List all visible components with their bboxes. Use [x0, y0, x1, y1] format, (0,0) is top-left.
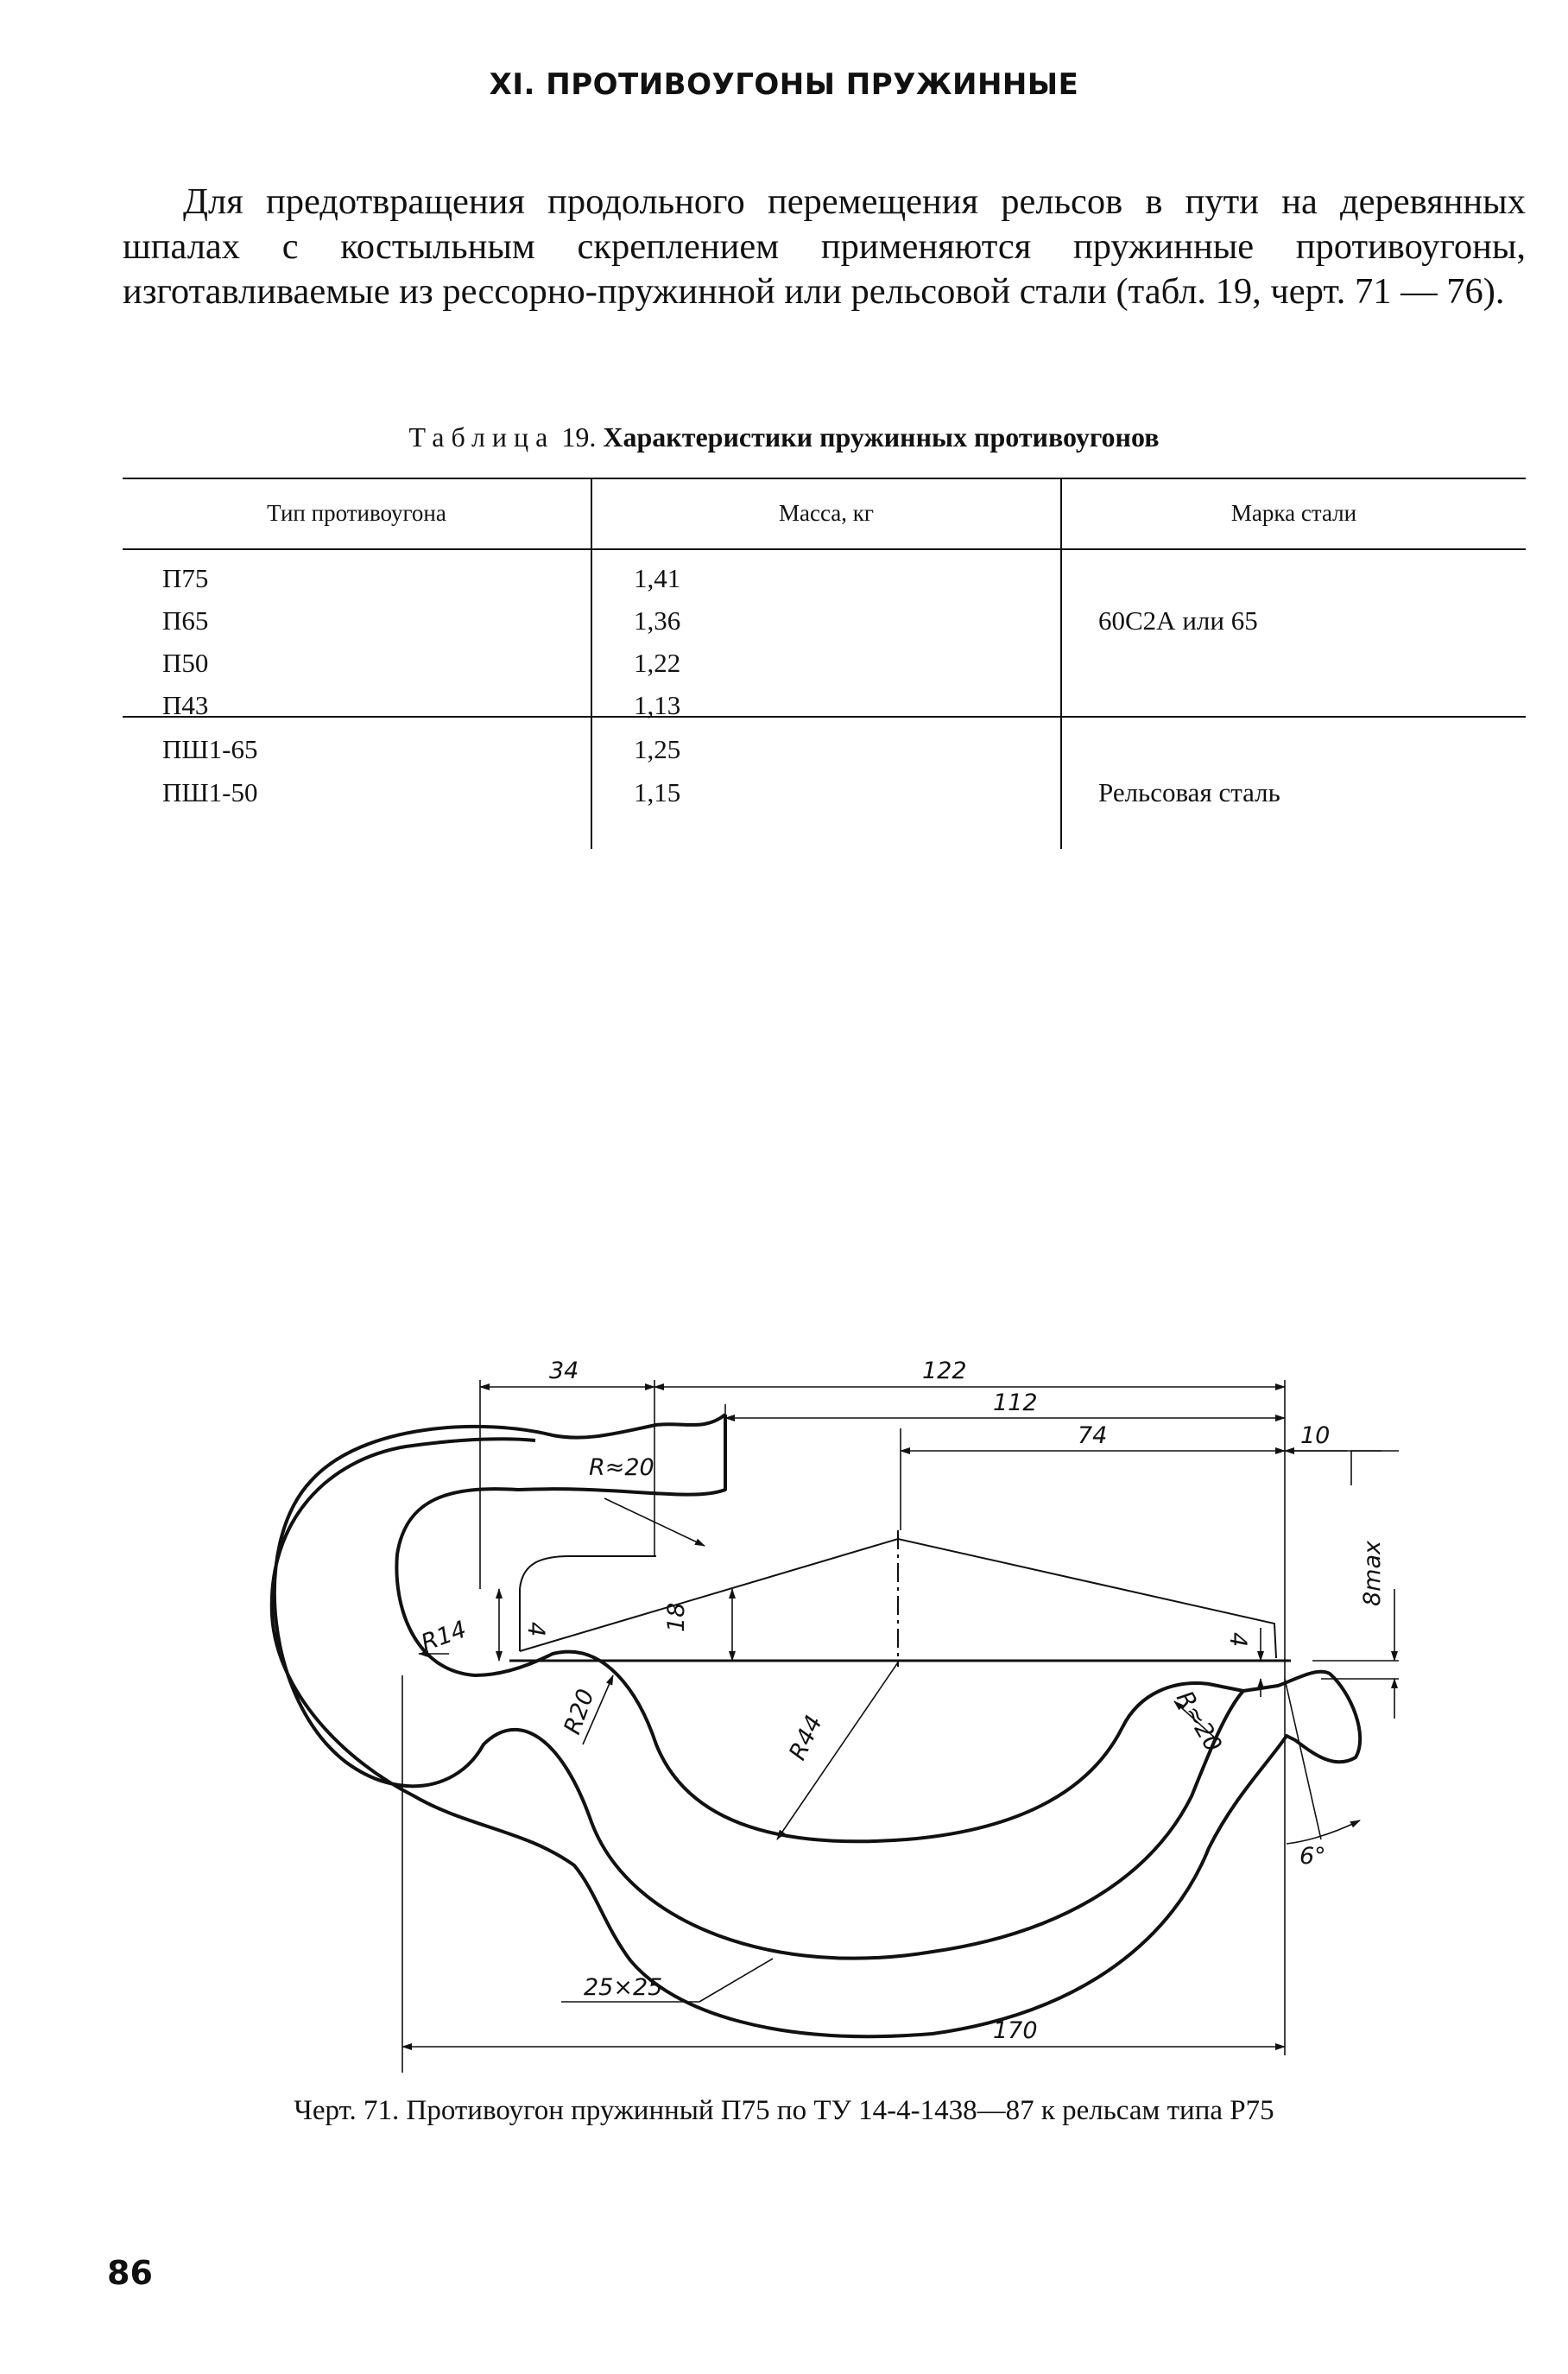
table-cell-mass: 1,22: [634, 648, 681, 678]
dim-r44: R44: [784, 1712, 828, 1764]
table-col-divider-1: [591, 478, 592, 849]
dim-122: 122: [922, 1358, 967, 1384]
section-heading: XI. ПРОТИВОУГОНЫ ПРУЖИННЫЕ: [489, 67, 1079, 102]
dim-r20-top: R≈20: [589, 1454, 654, 1481]
table-cell-mass: 1,25: [634, 734, 681, 764]
anti-creeper-drawing: 34 122 112 74 10 8max 4 18 4 R≈20 R14 R2…: [269, 1358, 1399, 2073]
intro-paragraph: Для предотвращения продольного перемещен…: [123, 181, 1526, 312]
table-header-mass: Масса, кг: [779, 499, 874, 526]
table-header-type: Тип противоугона: [267, 499, 446, 526]
part-inner-line: [519, 1537, 1277, 1659]
dim-r20: R20: [559, 1686, 599, 1738]
dim-r20-right: R≈20: [1171, 1687, 1227, 1757]
dim-8max: 8max: [1359, 1540, 1386, 1606]
table-top-rule: [123, 478, 1526, 479]
table-caption-label: Таблица: [408, 421, 555, 453]
characteristics-table: Тип противоугона Масса, кг Марка стали П…: [123, 478, 1526, 849]
dim-170: 170: [993, 2017, 1038, 2044]
table-cell-mass: 1,41: [634, 563, 681, 593]
dim-6deg: 6°: [1299, 1843, 1326, 1870]
table-cell-mass: 1,36: [634, 605, 681, 636]
figure-caption: Черт. 71. Противоугон пружинный П75 по Т…: [294, 2095, 1274, 2126]
table-caption-number: 19.: [561, 421, 597, 453]
table-group-rule: [123, 716, 1526, 718]
table-caption-title: Характеристики пружинных противоугонов: [603, 421, 1160, 453]
table-cell-type: П75: [162, 563, 209, 593]
table-cell-steel-group1: 60С2А или 65: [1098, 605, 1258, 636]
table-cell-type: П50: [162, 648, 209, 678]
page-number: 86: [107, 2254, 153, 2292]
table-cell-mass: 1,15: [634, 777, 681, 807]
table-cell-steel-group2: Рельсовая сталь: [1098, 777, 1280, 807]
table-cell-mass: 1,13: [634, 690, 681, 720]
dimension-lines: [401, 1383, 1398, 2050]
dim-18: 18: [663, 1603, 690, 1632]
table-caption: Таблица 19. Характеристики пружинных про…: [0, 421, 1568, 453]
extension-lines: [401, 1380, 1399, 2073]
table-cell-type: П43: [162, 690, 209, 720]
dim-112: 112: [993, 1390, 1038, 1416]
dim-4-left: 4: [522, 1622, 549, 1636]
dim-10: 10: [1300, 1422, 1330, 1449]
table-header-rule: [123, 548, 1526, 550]
table-col-divider-2: [1060, 478, 1062, 849]
dim-25x25: 25×25: [584, 1974, 662, 2001]
table-cell-type: ПШ1-65: [162, 734, 258, 764]
dim-4-right: 4: [1224, 1632, 1251, 1647]
dim-r14: R14: [418, 1616, 471, 1656]
dim-74: 74: [1078, 1422, 1107, 1449]
dim-34: 34: [549, 1358, 579, 1384]
table-cell-type: П65: [162, 605, 209, 636]
table-cell-type: ПШ1-50: [162, 777, 258, 807]
table-header-steel: Марка стали: [1230, 499, 1357, 526]
